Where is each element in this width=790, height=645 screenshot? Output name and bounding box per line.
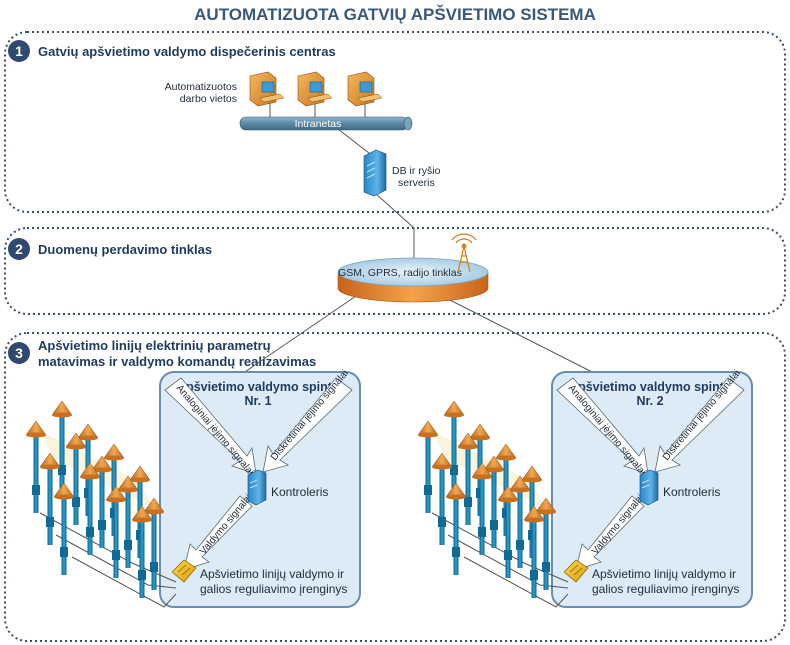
- cabinet-2-device-icon: [563, 559, 589, 583]
- left-lamp-1: [51, 400, 73, 493]
- right-lamp-10: [445, 482, 467, 575]
- right-wiring: [431, 512, 569, 608]
- section-2-badge: 2: [8, 238, 30, 260]
- intranet-label: Intranetas: [295, 118, 342, 130]
- left-lamp-5: [39, 452, 61, 545]
- right-lamp-12: [497, 485, 519, 578]
- svg-text:1: 1: [15, 43, 23, 59]
- right-lamp-0: [417, 420, 439, 513]
- intranet-pipe: [239, 116, 413, 131]
- right-lamp-11: [471, 462, 493, 555]
- left-lamp-6: [65, 432, 87, 525]
- right-lamp-8: [509, 475, 531, 568]
- section-3-frame: [4, 332, 786, 642]
- cabinet-1: Apšvietimo valdymo spinta Nr. 1 Analogin…: [159, 368, 361, 608]
- workstation-2: [297, 71, 333, 107]
- left-lamp-13: [131, 505, 153, 598]
- right-lamp-1: [443, 400, 465, 493]
- network-disk: [337, 257, 489, 303]
- cabinet-2-title-line2: Nr. 2: [636, 394, 663, 408]
- section-3-label-line1: Apšvietimo linijų elektrinių parametrų: [38, 338, 271, 353]
- section-3-label-line2: matavimas ir valdymo komandų realizavima…: [38, 354, 316, 369]
- server-label-line2: serveris: [398, 177, 435, 189]
- section-3-badge: 3: [8, 342, 30, 364]
- workstations-label-line1: Automatizuotos: [165, 81, 237, 93]
- cabinet-1-control-arrow: [183, 495, 253, 571]
- left-lamp-8: [117, 475, 139, 568]
- cabinet-2-device-label-line1: Apšvietimo linijų valdymo ir: [592, 567, 736, 581]
- network-label: GSM, GPRS, radijo tinklas: [338, 267, 462, 279]
- right-lamp-13: [523, 505, 545, 598]
- workstation-3: [347, 71, 383, 107]
- right-lamp-5: [431, 452, 453, 545]
- cabinet-1-title-line2: Nr. 1: [244, 394, 271, 408]
- right-lamp-7: [483, 455, 505, 548]
- section-1-badge: 1: [8, 40, 30, 62]
- cabinet-1-device-label-line1: Apšvietimo linijų valdymo ir: [200, 567, 344, 581]
- lamp-group-left: [25, 400, 177, 608]
- db-server-icon: [363, 149, 387, 197]
- svg-text:2: 2: [15, 241, 23, 257]
- connection-lines: [235, 94, 605, 379]
- cabinet-2-control-arrow: [575, 495, 645, 571]
- left-lamp-9: [143, 497, 165, 590]
- left-lamp-10: [53, 482, 75, 575]
- right-lamp-9: [535, 497, 557, 590]
- left-lamp-12: [105, 485, 127, 578]
- cabinet-2-analog-arrow: [556, 377, 649, 475]
- left-lamp-7: [91, 455, 113, 548]
- lamp-group-right: [417, 400, 569, 608]
- left-wiring: [39, 512, 177, 608]
- server-label-line1: DB ir ryšio: [392, 165, 441, 177]
- section-2-label: Duomenų perdavimo tinklas: [38, 242, 212, 257]
- cabinet-2-title-line1: Apšvietimo valdymo spinta: [569, 380, 732, 394]
- cabinet-1-analog-arrow: [164, 377, 257, 475]
- cabinet-2-device-label-line2: galios reguliavimo įrenginys: [592, 582, 739, 596]
- cabinet-1-device-icon: [171, 559, 197, 583]
- cabinet-1-device-label-line2: galios reguliavimo įrenginys: [200, 582, 347, 596]
- cabinet-1-title-line1: Apšvietimo valdymo spinta: [177, 380, 340, 394]
- workstation-1: [249, 71, 285, 107]
- left-lamp-11: [79, 462, 101, 555]
- diagram-title: AUTOMATIZUOTA GATVIŲ APŠVIETIMO SISTEMA: [194, 5, 596, 24]
- svg-text:3: 3: [15, 345, 23, 361]
- left-lamp-0: [25, 420, 47, 513]
- cabinet-2-controller-icon: [639, 469, 659, 506]
- cabinet-1-discrete-arrow: [262, 377, 353, 473]
- right-lamp-6: [457, 432, 479, 525]
- radio-tower-icon: [451, 233, 477, 273]
- cabinet-2-discrete-arrow: [654, 377, 745, 473]
- section-2-frame: [4, 227, 786, 315]
- workstations-label-line2: darbo vietos: [180, 93, 237, 105]
- cabinet-2: Apšvietimo valdymo spinta Nr. 2 Analogin…: [551, 368, 753, 608]
- cabinet-1-controller-label: Kontroleris: [271, 485, 328, 499]
- cabinet-2-controller-label: Kontroleris: [663, 485, 720, 499]
- section-1-label: Gatvių apšvietimo valdymo dispečerinis c…: [38, 44, 336, 59]
- cabinet-1-controller-icon: [247, 469, 267, 506]
